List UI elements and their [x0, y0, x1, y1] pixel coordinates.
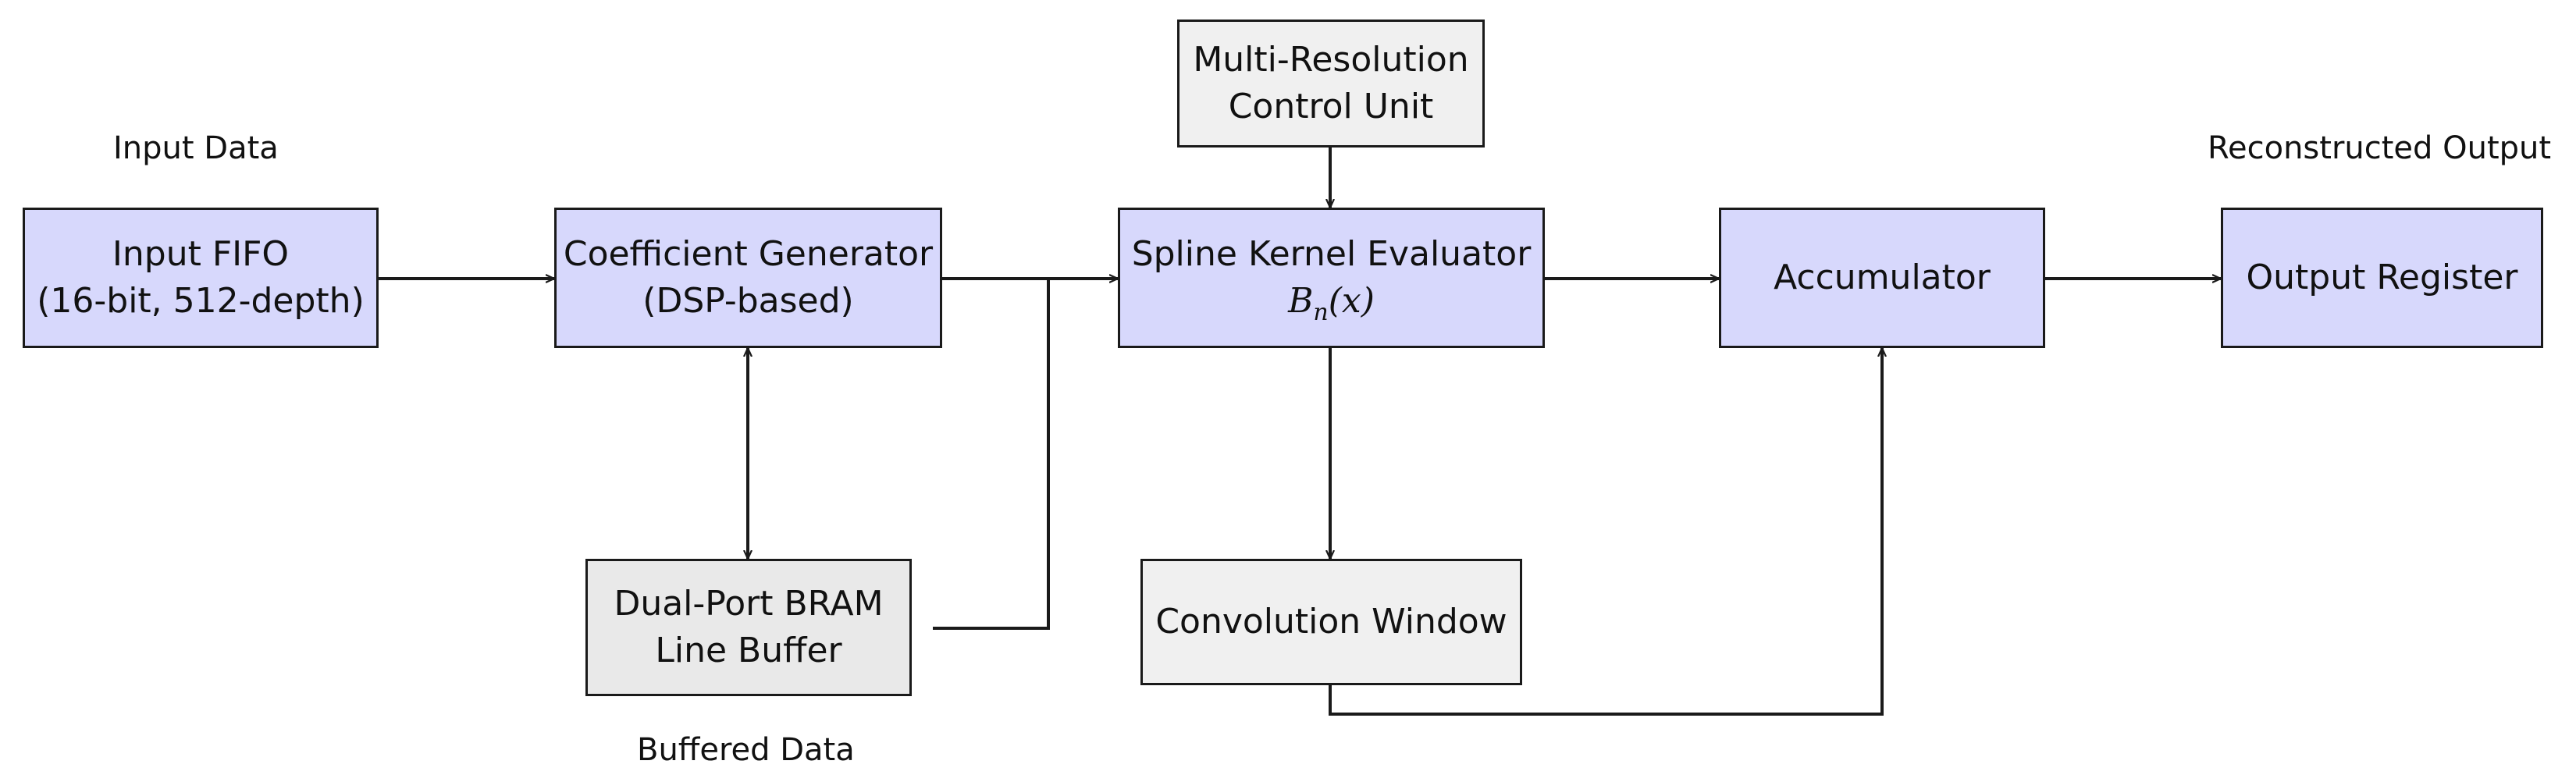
formula-base: B	[1288, 281, 1314, 321]
coefficient-generator-detail: (DSP-based)	[642, 281, 854, 321]
accumulator-title: Accumulator	[1774, 258, 1991, 297]
multi-resolution-control-block: Multi-Resolution Control Unit	[1177, 20, 1485, 148]
multi-resolution-title: Multi-Resolution	[1193, 40, 1469, 80]
convolution-window-title: Convolution Window	[1155, 602, 1507, 642]
spline-kernel-evaluator-block: Spline Kernel Evaluator Bn(x)	[1118, 208, 1545, 348]
input-fifo-title: Input FIFO	[112, 234, 290, 274]
convolution-window-block: Convolution Window	[1140, 559, 1522, 685]
spline-kernel-evaluator-title: Spline Kernel Evaluator	[1131, 234, 1532, 274]
arrow-bram-to-spline	[933, 279, 1050, 630]
dual-port-bram-block: Dual-Port BRAM Line Buffer	[585, 559, 912, 696]
input-fifo-detail: (16-bit, 512-depth)	[37, 281, 365, 321]
label-reconstructed-output: Reconstructed Output	[2208, 130, 2552, 166]
spline-kernel-formula: Bn(x)	[1288, 278, 1375, 325]
label-input-data: Input Data	[113, 130, 279, 166]
dual-port-bram-detail: Line Buffer	[655, 631, 842, 670]
output-register-title: Output Register	[2246, 258, 2518, 297]
coefficient-generator-title: Coefficient Generator	[563, 234, 934, 274]
arrow-convolution-to-accumulator	[1329, 348, 1882, 716]
formula-argument: (x)	[1328, 281, 1375, 321]
multi-resolution-detail: Control Unit	[1228, 87, 1434, 126]
dual-port-bram-title: Dual-Port BRAM	[614, 584, 884, 624]
accumulator-block: Accumulator	[1719, 208, 2045, 348]
formula-subscript: n	[1313, 298, 1329, 326]
label-buffered-data: Buffered Data	[637, 732, 855, 768]
input-fifo-block: Input FIFO (16-bit, 512-depth)	[23, 208, 379, 348]
coefficient-generator-block: Coefficient Generator (DSP-based)	[554, 208, 942, 348]
output-register-block: Output Register	[2221, 208, 2543, 348]
